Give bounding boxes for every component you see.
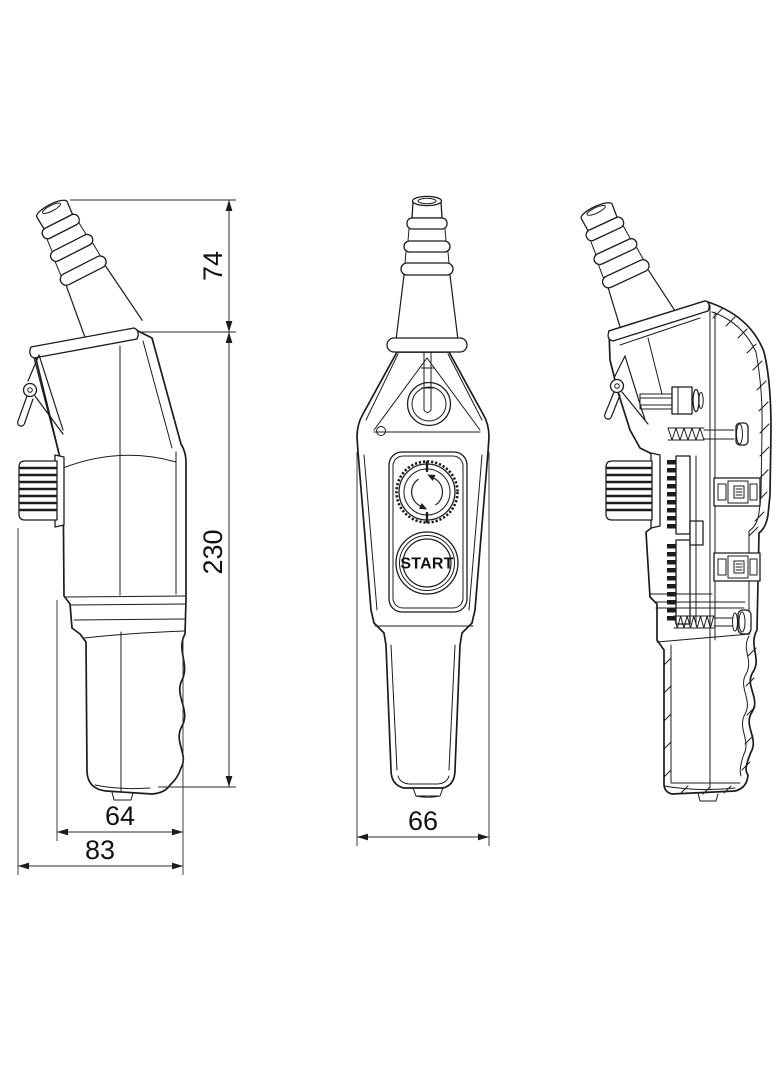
cable-clamp-bolt-icon [639,386,704,415]
dim-label-230: 230 [198,529,228,574]
grip-screw-icon [673,609,752,635]
estop-button-icon [395,460,459,524]
cable-gland-front-icon [395,195,459,341]
cable-gland-icon [35,199,143,349]
gland-collar [29,327,139,359]
front-view: START [356,195,490,798]
housing-screw-hole [376,426,386,436]
section-view [580,202,772,802]
contact-block-icon [713,552,761,582]
suspension-eyelet-icon [406,351,452,427]
dimension-housing-height: 230 [158,332,236,788]
estop-knob-side-icon [18,454,65,528]
dimension-body-depth: 64 [56,600,184,875]
dimension-overall-depth: 83 [17,528,183,875]
hanging-hook-icon [17,354,64,435]
pendant-body-side [30,328,187,795]
estop-knob-section-icon [605,452,661,529]
dimensions: 74 230 64 83 [17,199,490,875]
top-face-band [607,300,710,342]
start-button-label: START [400,556,453,573]
section-hatching [663,308,770,795]
dim-label-83: 83 [85,835,115,865]
contact-block-icon [713,477,761,507]
gland-collar-front [386,337,468,353]
dimension-housing-width: 66 [356,452,490,846]
button-panel: START [388,451,468,613]
housing-screw-icon [667,422,749,446]
dim-label-74: 74 [198,251,228,281]
bottom-nub [111,791,134,801]
bottom-nub-section [697,792,719,802]
start-button-icon: START [395,531,459,595]
hook-pin-section [604,391,621,420]
dim-label-66: 66 [408,806,438,836]
hook-pin [17,395,34,427]
contact-rack-icon [667,455,704,626]
dimension-gland-height: 74 [70,199,236,333]
left-side-view [17,199,187,801]
cable-gland-section-icon [580,202,680,344]
dim-label-64: 64 [105,801,135,831]
bottom-nub-front [412,787,444,798]
